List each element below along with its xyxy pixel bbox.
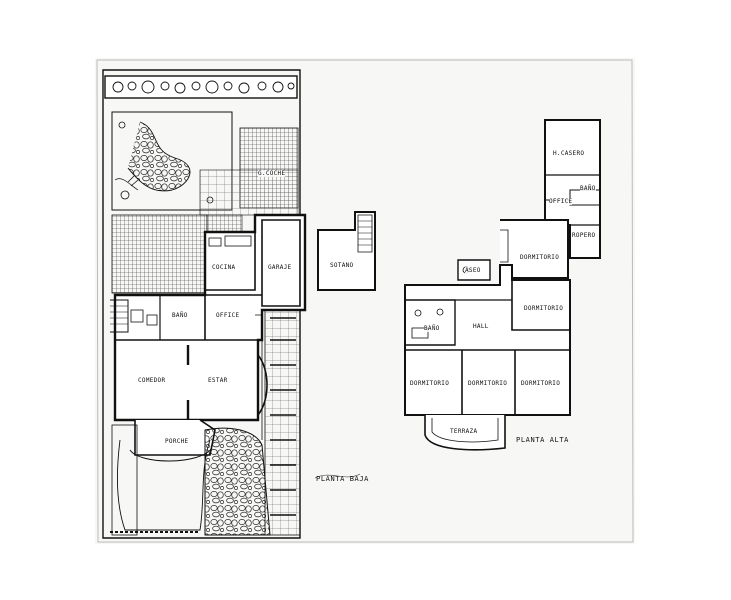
room-label-garage: GARAJE [268,264,292,271]
basement-plan [317,211,376,291]
room-label-garden: G.COCHE [258,170,286,177]
ground-floor-caption: PLANTA BAJA [316,475,369,483]
room-label-wc: ASEO [465,267,481,274]
room-label-bath-upper: BAÑO [424,325,440,332]
room-label-storage: ROPERO [572,232,596,239]
room-label-living: ESTAR [208,377,228,384]
upper-floor-caption: PLANTA ALTA [516,436,569,444]
room-label-bedroom-right: DORMITORIO [524,305,564,312]
room-label-bath-small: BAÑO [580,185,596,192]
room-label-bedroom-top: DORMITORIO [520,254,560,261]
room-label-bath: BAÑO [172,312,188,319]
room-label-office: OFFICE [216,312,240,319]
room-label-terrace: TERRAZA [450,428,478,435]
room-label-guard: H.CASERO [553,150,585,157]
room-label-kitchen: COCINA [212,264,236,271]
room-label-dining: COMEDOR [138,377,166,384]
ground-floor-plan [102,69,307,539]
room-label-bedroom-2: DORMITORIO [468,380,508,387]
signature-mark [314,473,361,479]
upper-floor-plan [404,119,601,451]
room-label-cellar: SOTANO [330,262,354,269]
room-label-bedroom-3: DORMITORIO [521,380,561,387]
room-label-bedroom-1: DORMITORIO [410,380,450,387]
room-label-office-upper: OFFICE [549,198,573,205]
room-label-porch: PORCHE [165,438,189,445]
room-label-hall: HALL [473,323,489,330]
